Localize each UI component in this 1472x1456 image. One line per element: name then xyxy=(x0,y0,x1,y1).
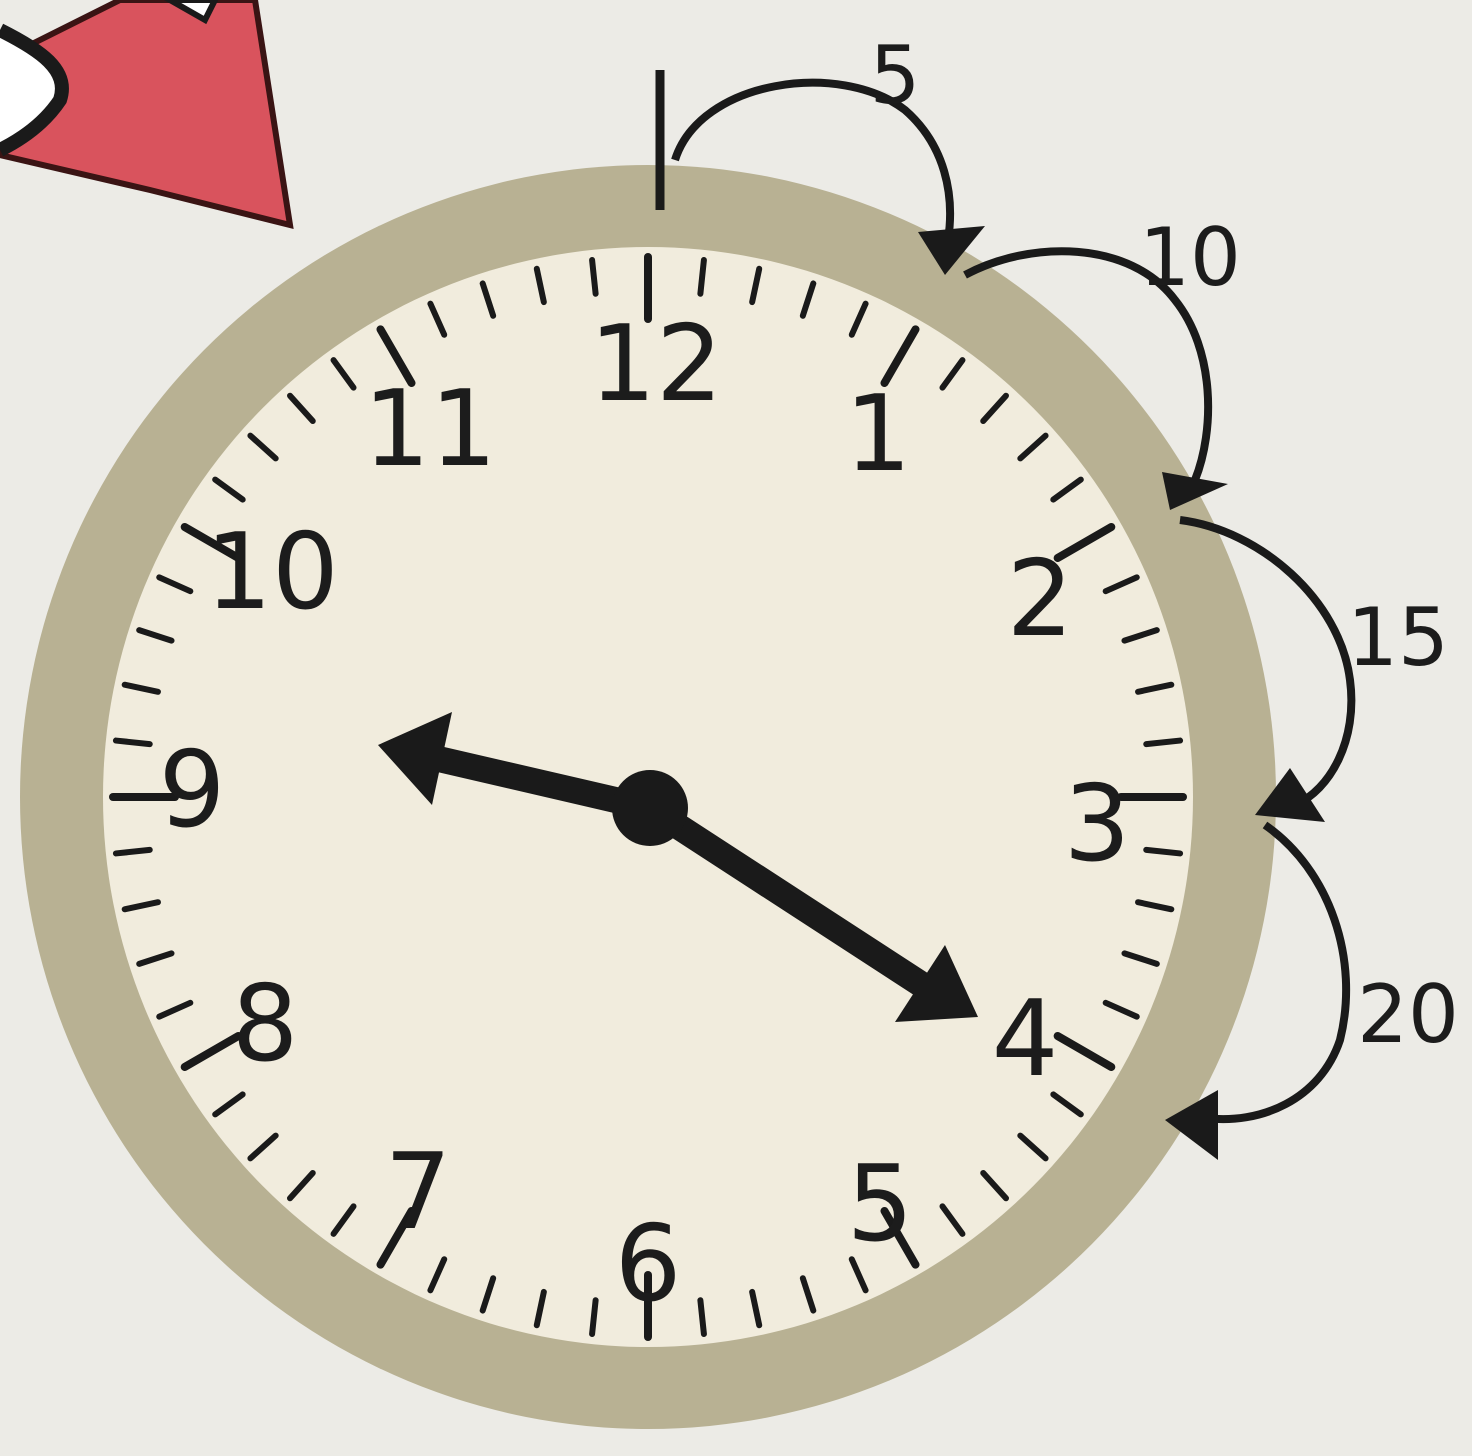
numeral-2: 2 xyxy=(1007,538,1074,660)
minute-tick xyxy=(1146,741,1180,745)
center-pin xyxy=(612,770,688,846)
numeral-6: 6 xyxy=(615,1203,682,1325)
numeral-5: 5 xyxy=(847,1143,914,1265)
minute-tick xyxy=(592,1300,596,1334)
minute-tick xyxy=(1146,850,1180,854)
minute-tick xyxy=(116,850,150,854)
numeral-11: 11 xyxy=(363,368,497,490)
red-arrow-icon xyxy=(0,0,290,225)
numeral-1: 1 xyxy=(845,373,912,495)
numeral-4: 4 xyxy=(992,978,1059,1100)
count-label-5: 5 xyxy=(870,29,921,122)
minute-tick xyxy=(116,741,150,745)
numeral-10: 10 xyxy=(205,511,339,633)
count-label-10: 10 xyxy=(1139,211,1241,304)
minute-tick xyxy=(592,260,596,294)
count-label-15: 15 xyxy=(1347,591,1449,684)
numeral-3: 3 xyxy=(1064,763,1131,885)
numeral-12: 12 xyxy=(589,303,723,425)
numeral-7: 7 xyxy=(385,1131,452,1253)
numeral-8: 8 xyxy=(232,963,299,1085)
count-label-20: 20 xyxy=(1357,968,1459,1061)
minute-tick xyxy=(700,1300,704,1334)
numeral-9: 9 xyxy=(159,729,226,851)
minute-tick xyxy=(700,260,704,294)
